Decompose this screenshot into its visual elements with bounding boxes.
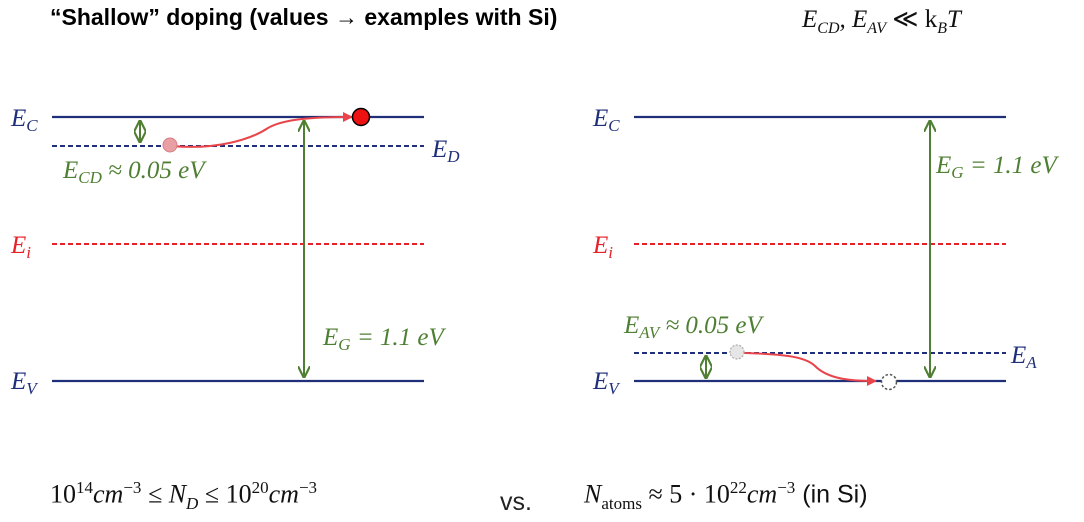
right-ev-label: EV (592, 368, 621, 398)
right-ec-label: EC (592, 105, 620, 135)
slide-title: “Shallow” doping (values → examples with… (50, 4, 558, 30)
right-band-diagram (634, 115, 1006, 391)
left-electron-dot (351, 107, 371, 127)
left-ecd-label: ECD ≈ 0.05 eV (62, 157, 207, 187)
left-ev-label: EV (10, 368, 39, 398)
vs-label: vs. (500, 488, 532, 516)
left-electron-path (171, 112, 353, 148)
left-band-diagram (52, 107, 424, 383)
left-ec-label: EC (10, 105, 38, 135)
left-ei-label: Ei (10, 232, 31, 262)
atom-density: Natoms ≈ 5 · 1022cm−3 (in Si) (584, 478, 868, 513)
right-hole-dot (880, 373, 898, 391)
left-eg-label: EG = 1.1 eV (322, 324, 447, 354)
right-eav-label: EAV ≈ 0.05 eV (623, 312, 765, 342)
condition-expression: ECD, EAV ≪ kBT (802, 6, 961, 37)
right-ei-label: Ei (592, 232, 613, 262)
left-ed-label: ED (431, 136, 460, 166)
right-hole-path (743, 352, 877, 386)
left-ionized-donor-dot (162, 137, 178, 153)
donor-concentration-range: 1014cm−3 ≤ ND ≤ 1020cm−3 (50, 478, 318, 513)
right-eg-label: EG = 1.1 eV (935, 152, 1060, 182)
right-ea-label: EA (1010, 342, 1037, 372)
right-acceptor-dot (729, 344, 745, 360)
